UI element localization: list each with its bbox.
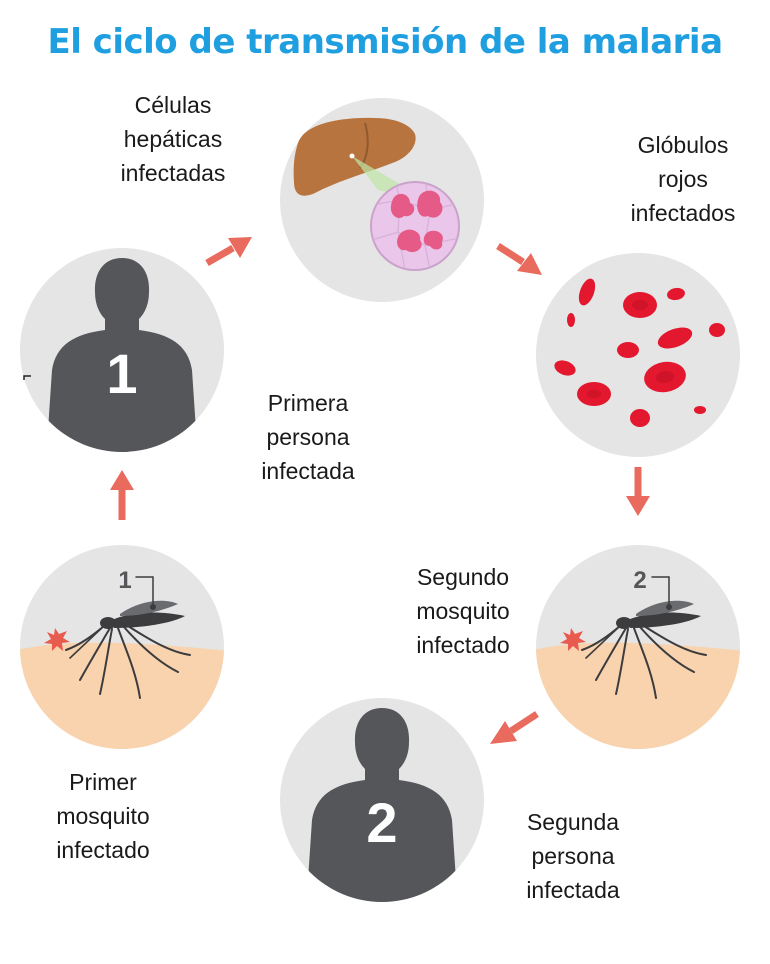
red-cell bbox=[577, 382, 611, 406]
red-cell bbox=[630, 409, 650, 427]
red-cells-label: Glóbulos rojos infectados bbox=[630, 132, 736, 226]
red-cell bbox=[657, 327, 693, 349]
second-mosquito-number: 2 bbox=[633, 567, 646, 594]
skin-area bbox=[536, 642, 740, 749]
red-cell bbox=[578, 278, 596, 306]
bite-spark-icon bbox=[560, 628, 586, 651]
first-person-label: Primera persona infectada bbox=[261, 390, 355, 484]
first-person-number: 1 bbox=[106, 342, 137, 405]
arrow-liver-to-redcells bbox=[496, 243, 542, 275]
red-cell bbox=[667, 287, 685, 301]
red-cell bbox=[567, 313, 575, 327]
red-blood-cells-node bbox=[536, 253, 740, 457]
second-person-label: Segunda persona infectada bbox=[526, 809, 620, 903]
second-person-node: 2 bbox=[280, 698, 484, 902]
first-mosquito-number: 1 bbox=[118, 567, 131, 594]
bite-spark-icon bbox=[44, 628, 70, 651]
liver-cells-label: Células hepáticas infectadas bbox=[120, 92, 226, 186]
liver-icon bbox=[293, 117, 438, 205]
red-cell bbox=[623, 292, 657, 318]
red-cell bbox=[554, 360, 576, 376]
red-cell bbox=[694, 406, 706, 414]
infected-liver-cell-zoom-icon bbox=[370, 181, 460, 271]
red-blood-cells-icon bbox=[554, 278, 725, 427]
arrow-redcells-to-mosquito2 bbox=[626, 467, 650, 516]
person-silhouette-icon bbox=[46, 258, 198, 452]
red-cell bbox=[617, 342, 639, 358]
mosquito-icon bbox=[65, 576, 191, 699]
first-person-node: 1 bbox=[20, 248, 224, 452]
second-person-number: 2 bbox=[366, 791, 397, 854]
first-mosquito-node: 1 bbox=[20, 545, 224, 749]
red-cell bbox=[709, 323, 725, 337]
mosquito-icon bbox=[581, 576, 707, 699]
arrow-mosquito2-to-person2 bbox=[490, 711, 539, 744]
arrow-person1-to-liver bbox=[205, 237, 252, 267]
arrow-mosquito1-to-person1 bbox=[110, 470, 134, 520]
liver-cells-node bbox=[280, 98, 484, 302]
edge-mark bbox=[23, 375, 31, 380]
first-mosquito-label: Primer mosquito infectado bbox=[56, 769, 150, 863]
skin-area bbox=[20, 642, 224, 749]
second-mosquito-node: 2 bbox=[536, 545, 740, 749]
page-title: El ciclo de transmisión de la malaria bbox=[47, 22, 723, 62]
second-mosquito-label: Segundo mosquito infectado bbox=[416, 564, 510, 658]
red-cell bbox=[644, 361, 686, 393]
person-silhouette-icon bbox=[306, 708, 458, 902]
